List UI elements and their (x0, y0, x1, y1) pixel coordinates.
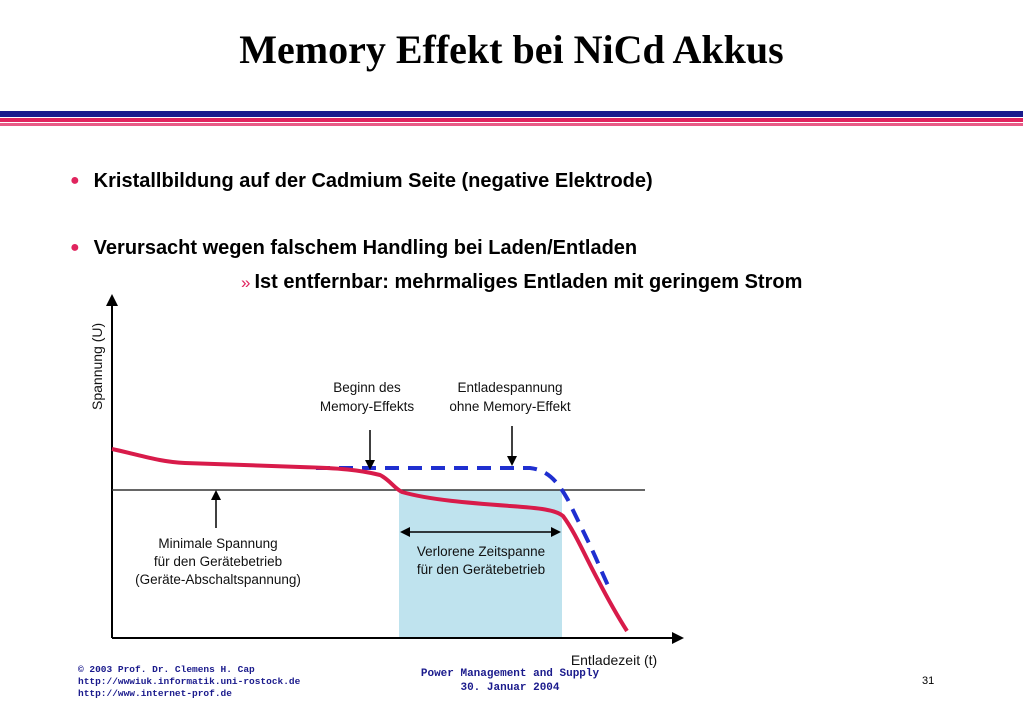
bullet-item: ● Verursacht wegen falschem Handling bei … (70, 237, 637, 260)
lost-time-arrow-right-icon (551, 527, 561, 537)
no-memory-label-line2: ohne Memory-Effekt (449, 399, 571, 414)
sub-bullet-text: Ist entfernbar: mehrmaliges Entladen mit… (254, 271, 803, 293)
lost-time-arrow-left-icon (400, 527, 410, 537)
no-memory-label-line1: Entladespannung (457, 380, 562, 395)
memory-start-label-line2: Memory-Effekts (320, 399, 415, 414)
footer-link[interactable]: http://wwwiuk.informatik.uni-rostock.de (78, 676, 301, 687)
slide-title: Memory Effekt bei NiCd Akkus (239, 27, 784, 72)
memory-start-label-line1: Beginn des (333, 380, 401, 395)
title-divider-blue (0, 111, 1023, 117)
min-voltage-label-line1: Minimale Spannung (158, 536, 277, 551)
sub-bullet-item: »Ist entfernbar: mehrmaliges Entladen mi… (241, 271, 802, 294)
bullet-dot-icon: ● (70, 239, 80, 256)
title-divider-red (0, 118, 1023, 122)
footer-course-info: Power Management and Supply 30. Januar 2… (380, 667, 640, 695)
no-memory-arrow-head-icon (507, 456, 517, 466)
min-voltage-label-line3: (Geräte-Abschaltspannung) (135, 572, 301, 587)
title-divider-red-thin (0, 123, 1023, 126)
sub-bullet-marker: » (241, 273, 251, 292)
discharge-curve-without-memory (316, 466, 612, 591)
bullet-dot-icon: ● (70, 172, 80, 189)
bullet-text: Verursacht wegen falschem Handling bei L… (93, 237, 638, 259)
discharge-curve-with-memory (111, 447, 629, 633)
bullet-text: Kristallbildung auf der Cadmium Seite (n… (93, 170, 653, 192)
footer-copyright: © 2003 Prof. Dr. Clemens H. Cap http://w… (78, 664, 300, 700)
footer-link[interactable]: http://www.internet-prof.de (78, 688, 232, 699)
x-axis-label: Entladezeit (t) (571, 652, 657, 668)
page-number: 31 (922, 675, 935, 687)
lost-time-label-line2: für den Gerätebetrieb (417, 562, 545, 577)
y-axis-label: Spannung (U) (89, 323, 105, 410)
y-axis-arrow-icon (106, 294, 118, 306)
footer-copyright-line: © 2003 Prof. Dr. Clemens H. Cap (78, 664, 255, 675)
x-axis-arrow-icon (672, 632, 684, 644)
bullet-item: ● Kristallbildung auf der Cadmium Seite (… (70, 170, 653, 193)
lost-time-region (399, 490, 562, 638)
footer-course-title: Power Management and Supply (420, 668, 600, 680)
footer-date: 30. Januar 2004 (460, 682, 560, 694)
min-voltage-arrow-head-icon (211, 490, 221, 500)
min-voltage-label-line2: für den Gerätebetrieb (154, 554, 282, 569)
memory-start-arrow-head-icon (365, 460, 375, 470)
lost-time-label-line1: Verlorene Zeitspanne (417, 544, 545, 559)
